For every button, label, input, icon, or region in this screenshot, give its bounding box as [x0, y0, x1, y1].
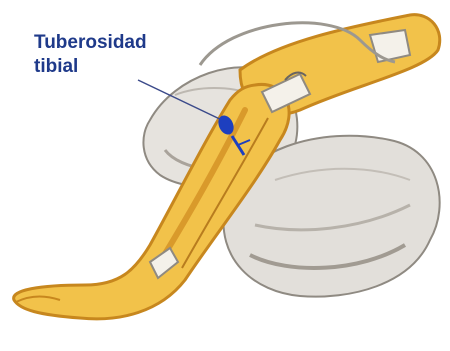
annotation-label-line2: tibial — [34, 56, 78, 78]
annotation-label-line1: Tuberosidad — [34, 32, 147, 54]
